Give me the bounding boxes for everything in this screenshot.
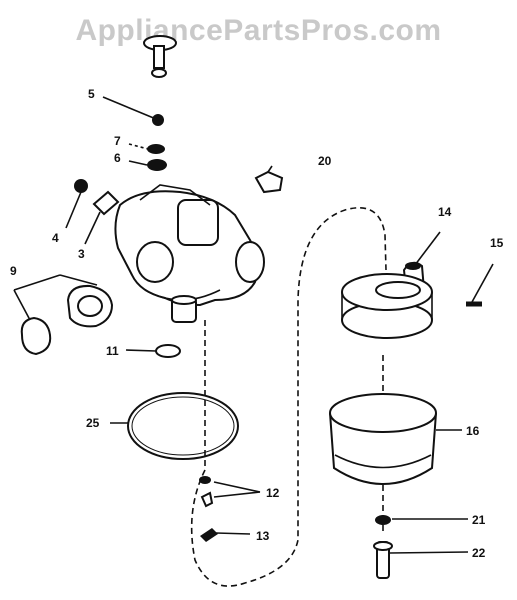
part-22-bolt (373, 541, 469, 579)
part-25-o-ring (110, 392, 239, 460)
callout-6: 6 (114, 151, 121, 165)
callout-7: 7 (114, 134, 121, 148)
part-15-pin (466, 263, 494, 307)
carburetor-body (114, 184, 265, 323)
callout-22: 22 (472, 546, 486, 560)
callout-9: 9 (10, 264, 17, 278)
part-21-washer (375, 515, 468, 525)
callout-4: 4 (52, 231, 59, 245)
dashed-guide-left (190, 207, 387, 587)
callout-14: 14 (438, 205, 452, 219)
callout-3: 3 (78, 247, 85, 261)
part-3-gasket (84, 190, 120, 245)
callout-25: 25 (86, 416, 100, 430)
part-5-needle-assembly (102, 35, 177, 126)
part-16-float-bowl (329, 393, 462, 485)
callout-21: 21 (472, 513, 486, 527)
callout-11: 11 (106, 344, 119, 358)
callout-15: 15 (490, 236, 504, 250)
part-6-washer (128, 159, 167, 171)
part-4-screw (65, 179, 88, 229)
part-7-washer (128, 143, 165, 154)
part-9-bracket-assembly (13, 274, 114, 356)
callout-20: 20 (318, 154, 332, 168)
watermark-logo: AppliancePartsPros.com (75, 14, 442, 47)
part-11-washer (125, 344, 181, 358)
part-20-fitting (254, 165, 284, 194)
callout-12: 12 (266, 486, 280, 500)
part-12-pins (199, 476, 261, 508)
part-13-spring (200, 528, 251, 542)
callout-16: 16 (466, 424, 480, 438)
part-float (341, 273, 433, 339)
callout-5: 5 (88, 87, 95, 101)
callout-13: 13 (256, 529, 270, 543)
